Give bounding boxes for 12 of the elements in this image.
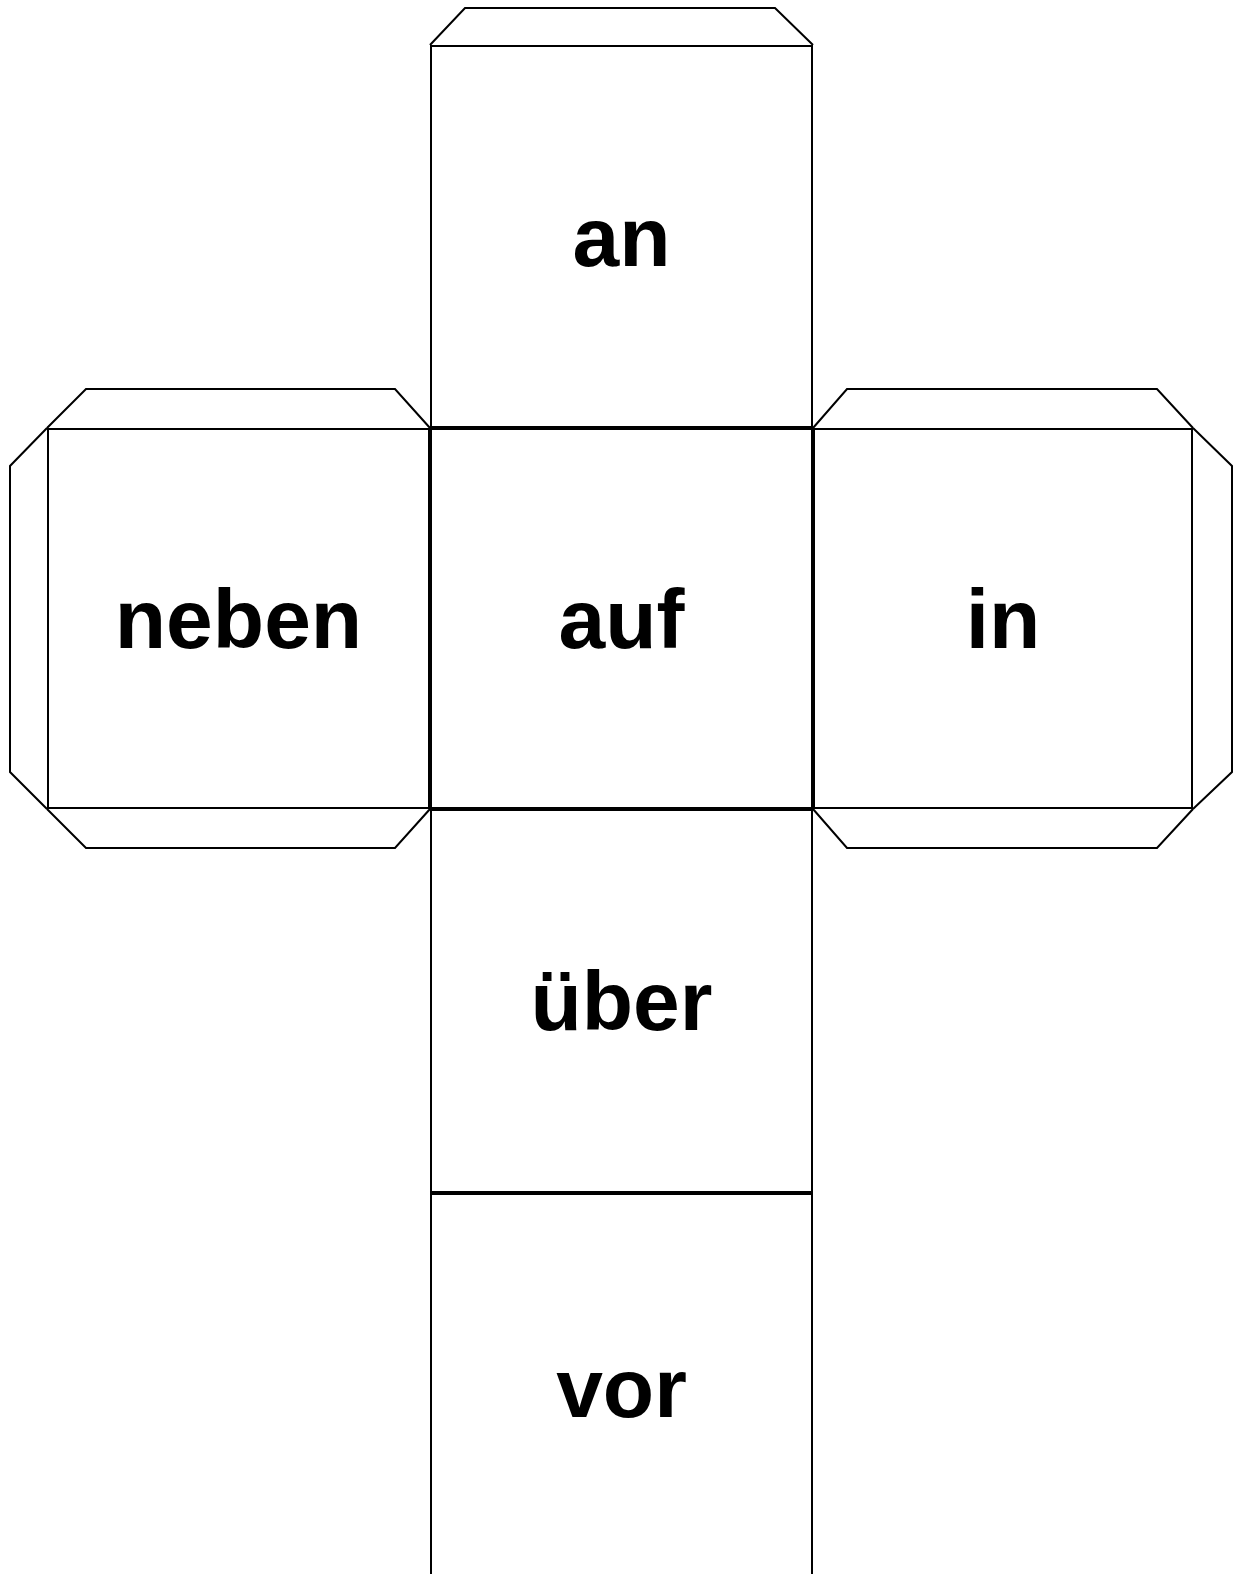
face-word: auf <box>558 576 685 661</box>
cube-face <box>430 428 813 809</box>
face-word: an <box>572 194 671 279</box>
cube-face <box>430 1193 813 1574</box>
face-word: über <box>530 959 713 1043</box>
cube-face <box>813 428 1193 809</box>
face-word: vor <box>556 1346 687 1430</box>
face-word: in <box>965 576 1041 661</box>
cube-face <box>430 809 813 1193</box>
face-word: neben <box>114 576 363 661</box>
cube-face <box>430 45 813 428</box>
cube-face <box>47 428 430 809</box>
